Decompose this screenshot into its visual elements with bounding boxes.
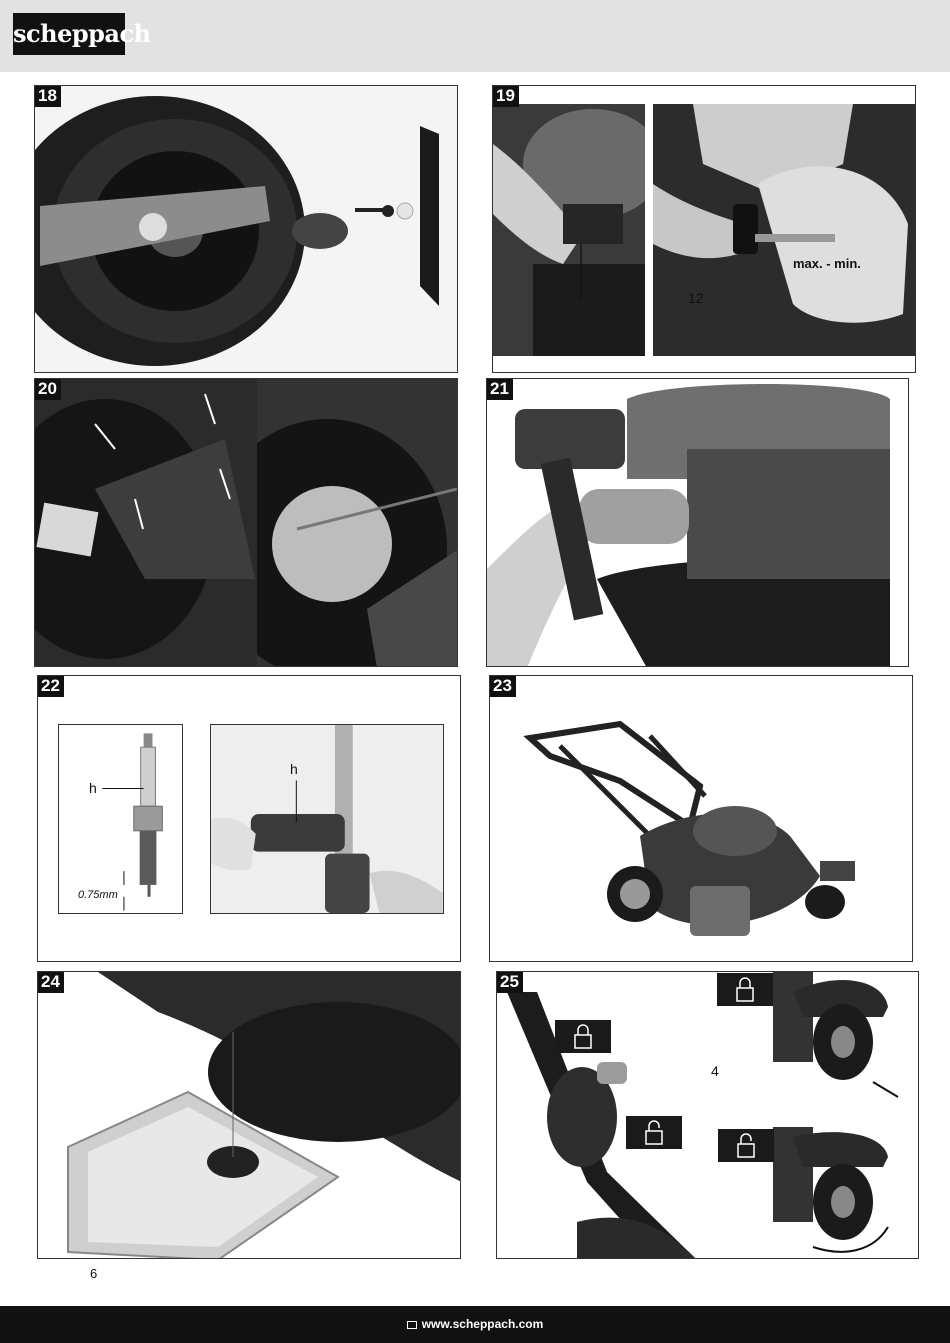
figure-19: 19 12 max. - min. [492, 85, 916, 373]
figure-number: 25 [497, 972, 523, 993]
page-footer: www.scheppach.com [0, 1306, 950, 1343]
figure-number: 20 [35, 379, 61, 400]
spark-plug-photo-label-h: h [290, 761, 298, 777]
blade-photo [35, 86, 457, 372]
figure-22: 22 h 0.75mm h [37, 675, 461, 962]
air-filter-photo [487, 379, 908, 666]
spark-plug-label-h: h [89, 780, 97, 796]
oil-drain-photo [38, 972, 460, 1258]
figure-number: 24 [38, 972, 64, 993]
electrode-gap-label: 0.75mm [78, 889, 118, 901]
deck-chute-photo-left [35, 379, 257, 666]
lock-open-icon [718, 1129, 774, 1162]
figure-23: 23 [489, 675, 913, 962]
lawn-mower-photo [490, 676, 912, 961]
callout-4: 4 [711, 1063, 719, 1079]
figure-number: 23 [490, 676, 516, 697]
figure-25: 25 4 [496, 971, 919, 1259]
lock-closed-icon [555, 1020, 611, 1053]
brand-logo: scheppach [13, 13, 151, 55]
spark-plug-wrench-photo [210, 724, 444, 914]
figure-21: 21 [486, 378, 909, 667]
oil-dipstick-photo-right [653, 104, 915, 356]
oil-dipstick-photo-left [493, 104, 645, 356]
deck-chute-photo-right [257, 379, 457, 666]
oil-level-label: max. - min. [793, 256, 861, 271]
page-number: 6 [90, 1266, 98, 1281]
handle-lever-photo [497, 972, 717, 1258]
wheel-lock-photo-bottom [773, 1127, 918, 1258]
figure-number: 18 [35, 86, 61, 107]
page-header: scheppach [0, 0, 950, 72]
figure-number: 22 [38, 676, 64, 697]
lock-open-icon [626, 1116, 682, 1149]
callout-12: 12 [688, 290, 704, 306]
monitor-icon [406, 1321, 417, 1329]
figure-20: 20 [34, 378, 458, 667]
figure-18: 18 [34, 85, 458, 373]
footer-url[interactable]: www.scheppach.com [421, 1317, 544, 1331]
wheel-lock-photo-top [773, 972, 918, 1107]
spark-plug-diagram [58, 724, 183, 914]
figure-number: 21 [487, 379, 513, 400]
lock-closed-icon [717, 973, 773, 1006]
figure-number: 19 [493, 86, 519, 107]
figure-24: 24 [37, 971, 461, 1259]
